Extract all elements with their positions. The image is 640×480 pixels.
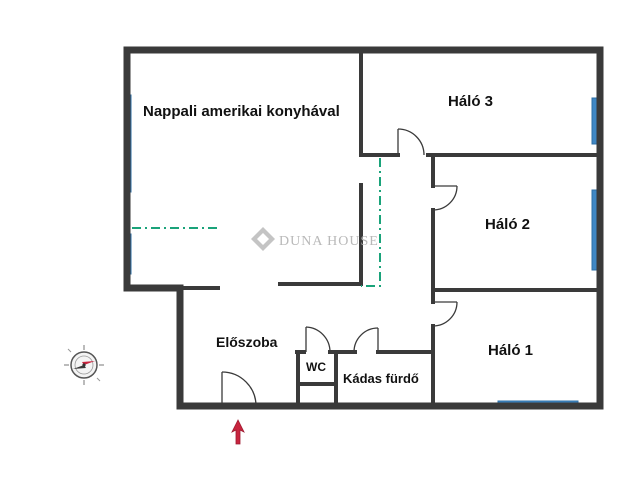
door-entrance: [221, 371, 257, 407]
duna-house-logo-icon: [251, 227, 275, 251]
door-bathroom: [353, 327, 379, 353]
door-wc: [305, 326, 331, 353]
room-label-bedroom2: Háló 2: [485, 216, 530, 233]
watermark: DUNA HOUSE: [251, 227, 379, 251]
compass-icon: [64, 345, 104, 385]
room-label-living: Nappali amerikai konyhával: [143, 103, 340, 120]
exterior-walls: [123, 46, 604, 410]
partitions: [132, 158, 381, 287]
door-bedroom2: [432, 185, 458, 211]
room-label-bedroom3: Háló 3: [448, 93, 493, 110]
watermark-text: DUNA HOUSE: [279, 234, 379, 249]
room-label-wc: WC: [306, 360, 326, 374]
interior-walls: [128, 50, 600, 406]
room-labels: Nappali amerikai konyhával Háló 3 Háló 2…: [143, 93, 533, 386]
corridor-partition: [361, 158, 381, 287]
door-bedroom1: [432, 301, 458, 327]
doors: [221, 128, 458, 407]
entrance-arrow-icon: [231, 419, 245, 445]
door-bedroom3: [397, 128, 425, 156]
room-label-bathroom: Kádas fürdő: [343, 371, 419, 386]
room-label-bedroom1: Háló 1: [488, 342, 533, 359]
room-label-hall: Előszoba: [216, 334, 278, 350]
